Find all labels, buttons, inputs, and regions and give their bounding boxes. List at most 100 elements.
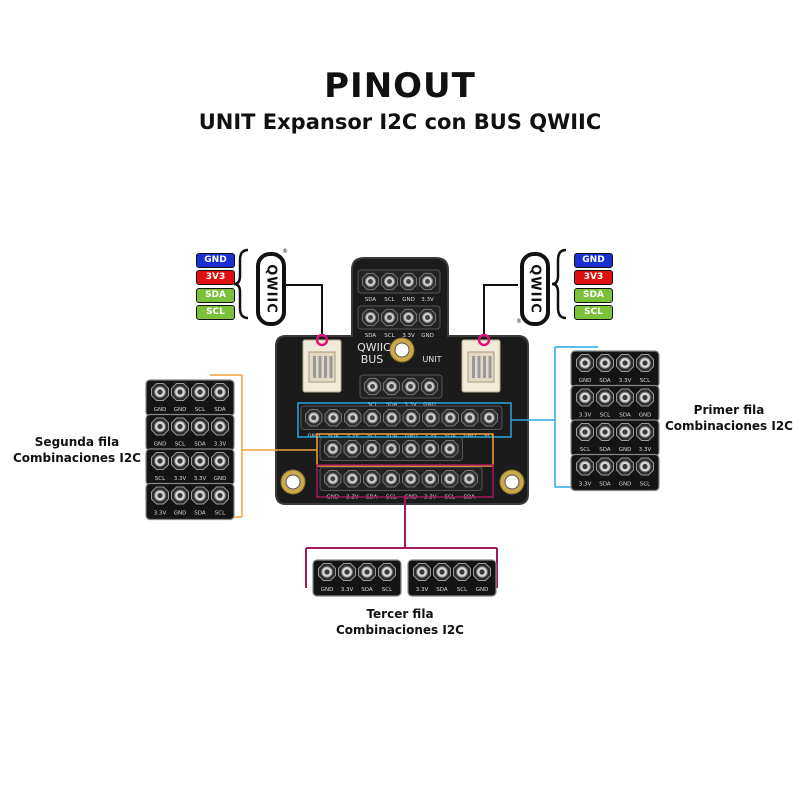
qwiic-logo-left: QWIIC — [256, 252, 286, 326]
header-row2-pin-hole — [388, 446, 394, 452]
segunda-fila-line2: Combinaciones I2C — [13, 451, 141, 465]
qwiic-left-jst-contact — [318, 356, 322, 378]
header-top-a-pin-label: 3.3V — [421, 297, 434, 303]
header-row1-pin-hole — [447, 415, 453, 421]
primer-module-2-pin-hole — [602, 394, 608, 401]
tercer-module-1-pin-hole — [324, 569, 330, 575]
segunda-module-2-pin-hole — [157, 423, 163, 430]
tercer-module-2-pin-hole — [479, 569, 485, 575]
qwiic-right-jst-contact — [472, 356, 475, 378]
segunda-fila-line1: Segunda fila — [34, 435, 120, 449]
primer-module-3-pin-label: SCL — [580, 447, 591, 453]
tercer-module-1-pin-label: 3.3V — [341, 587, 354, 593]
qwiic-left-wire — [284, 284, 323, 336]
tercer-module-2-pin-label: GND — [476, 587, 489, 593]
segunda-module-3-pin-hole — [157, 458, 163, 464]
header-row3-pin-hole — [330, 476, 336, 482]
header-top-a-pin-hole — [387, 279, 392, 284]
primer-connector — [511, 347, 556, 487]
primer-module-1-pin-hole — [602, 360, 608, 366]
header-row1-pin-hole — [311, 415, 317, 421]
header-row2-pin-hole — [408, 446, 414, 452]
qwiic-left-3v3-badge: 3V3 — [196, 270, 235, 285]
primer-module-3-pin-hole — [622, 429, 628, 435]
segunda-module-1-pin-hole — [197, 389, 203, 395]
qwiic-right-gnd-badge: GND — [574, 253, 613, 268]
header-row3-pin-hole — [349, 476, 355, 482]
segunda-module-4-pin-hole — [177, 492, 183, 499]
primer-module-4-pin-hole — [622, 463, 628, 470]
primer-module-3-pin-label: SDA — [599, 447, 611, 453]
primer-module-2-pin-hole — [622, 394, 628, 401]
segunda-module-1-pin-hole — [217, 389, 223, 395]
segunda-module-2-pin-hole — [197, 423, 203, 430]
primer-module-1-pin-hole — [582, 360, 588, 366]
header-top-b-pin-label: SCL — [384, 333, 395, 339]
segunda-module-2-pin-label: SDA — [194, 442, 206, 448]
segunda-module-4-pin-hole — [197, 492, 203, 499]
header-row1-pin-hole — [350, 415, 356, 421]
qwiic-left-marker — [315, 333, 329, 347]
header-row1-pin-hole — [486, 415, 492, 421]
tercer-fila-line1: Tercer fila — [366, 607, 434, 621]
header-mid-pin-hole — [408, 384, 413, 389]
tercer-module-1-pin-hole — [364, 569, 370, 575]
header-mid-pin-label: 3.3V — [404, 402, 417, 408]
header-row3-pin-hole — [408, 476, 414, 482]
primer-module-2-pin-label: SDA — [619, 413, 631, 419]
header-row1-pin-hole — [369, 415, 375, 421]
primer-module-1-pin-hole — [622, 360, 628, 366]
segunda-module-4-pin-label: SDA — [194, 511, 206, 517]
segunda-module-1-pin-hole — [177, 389, 183, 395]
header-row3-pin-hole — [466, 476, 472, 482]
segunda-module-2-pin-label: SCL — [175, 442, 186, 448]
header-top-a-pin-hole — [406, 279, 411, 284]
segunda-module-4-pin-hole — [217, 492, 223, 499]
header-mid-pin-label: GND — [423, 402, 436, 408]
header-row1-pin-hole — [389, 415, 395, 421]
primer-module-4-pin-label: GND — [619, 482, 632, 488]
tercer-module-2-pin-hole — [459, 569, 465, 575]
qwiic-left-sda-badge: SDA — [196, 288, 235, 303]
qwiic-right-jst-contact — [488, 356, 492, 378]
silk-bus: BUS — [361, 353, 384, 366]
segunda-connector — [241, 375, 317, 517]
header-top-a-strip — [357, 269, 441, 294]
segunda-module-3-pin-label: 3.3V — [174, 476, 187, 482]
header-row3-pin-hole — [369, 476, 375, 482]
header-top-a-pin-label: SCL — [384, 297, 395, 303]
segunda-module-2-pin-hole — [177, 423, 183, 430]
tercer-module-2-pin-hole — [439, 569, 445, 575]
segunda-module-4-pin-label: GND — [174, 511, 187, 517]
segunda-module-1-pin-label: GND — [154, 407, 167, 413]
tercer-module-2-pin-label: 3.3V — [416, 587, 429, 593]
header-row1-pin-hole — [428, 415, 434, 421]
header-top-b-pin-hole — [368, 315, 373, 320]
page-title: PINOUT — [324, 66, 476, 106]
brace-left — [233, 248, 249, 320]
primer-module-2-pin-label: GND — [639, 413, 652, 419]
header-row2-pin-hole — [349, 446, 355, 452]
header-mid-pin-label: SCL — [367, 402, 378, 408]
segunda-module-1-pin-hole — [157, 389, 163, 395]
header-top-b-strip — [357, 305, 441, 330]
registered-mark-right: ® — [516, 318, 522, 325]
primer-module-4-pin-hole — [602, 463, 608, 470]
silk-qwiic: QWIIC — [357, 341, 391, 354]
header-mid-pin-label: SDA — [386, 402, 398, 408]
primer-module-3-pin-hole — [602, 429, 608, 435]
primer-module-4-pin-hole — [642, 463, 648, 470]
primer-module-2-pin-hole — [642, 394, 648, 401]
qwiic-right-sda-badge: SDA — [574, 288, 613, 303]
tercer-module-1-pin-hole — [384, 569, 390, 575]
header-top-a-pin-hole — [368, 279, 373, 284]
segunda-module-1-pin-label: GND — [174, 407, 187, 413]
primer-module-2-pin-hole — [582, 394, 588, 401]
primer-module-1-pin-hole — [642, 360, 648, 366]
header-row3-strip — [319, 466, 483, 491]
primer-module-3-pin-hole — [582, 429, 588, 435]
header-top-b-pin-hole — [425, 315, 430, 320]
tercer-connector — [305, 497, 498, 588]
header-row3-pin-hole — [447, 476, 453, 482]
